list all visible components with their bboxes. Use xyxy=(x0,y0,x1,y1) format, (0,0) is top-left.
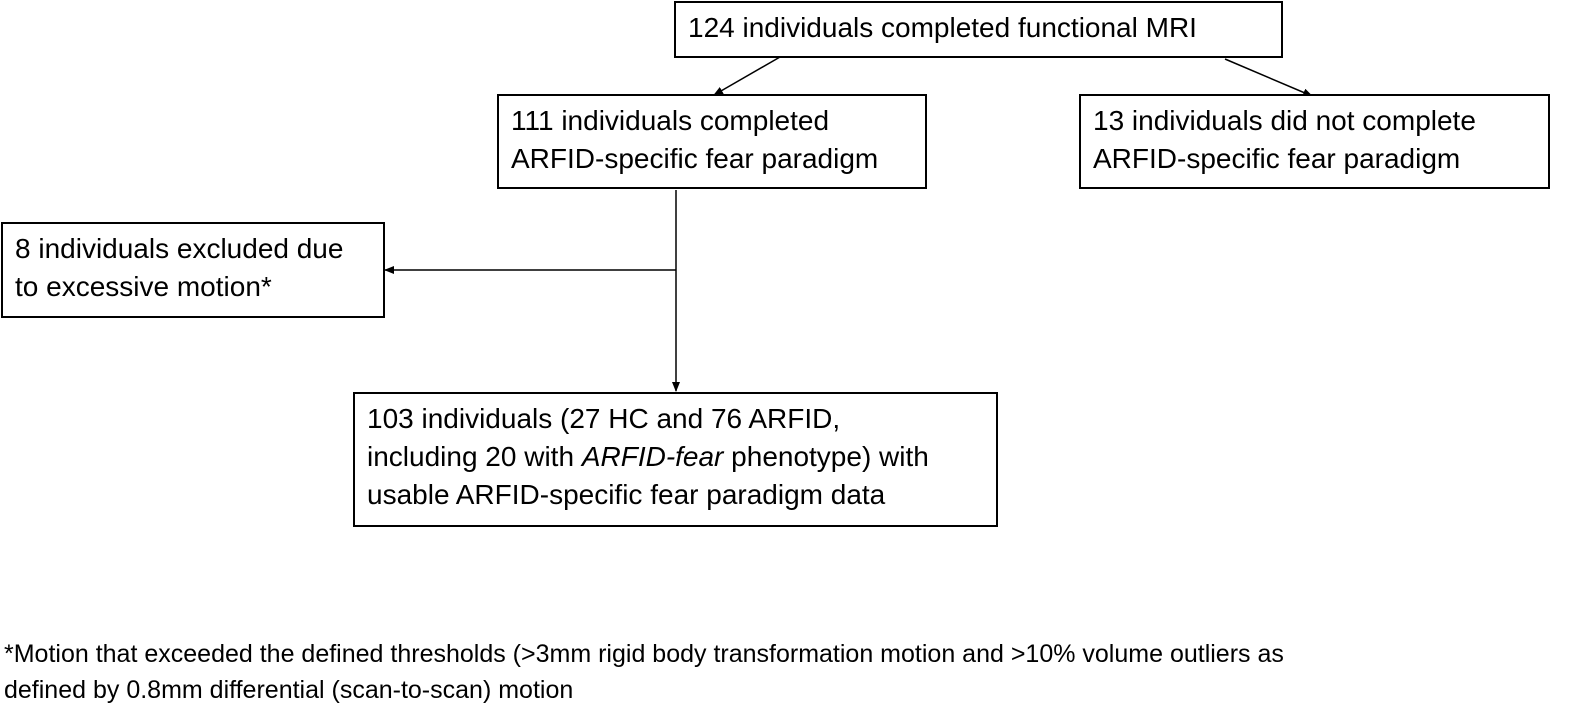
box-fear-paradigm-completed-line-1: 111 individuals completed xyxy=(511,105,830,136)
box-mri-completed-line-1: 124 individuals completed functional MRI xyxy=(688,12,1197,43)
box-usable-data-line-1: 103 individuals (27 HC and 76 ARFID, xyxy=(367,403,841,434)
footnote: *Motion that exceeded the defined thresh… xyxy=(4,636,1284,708)
arfid-fear-phenotype-label: ARFID-fear xyxy=(581,441,724,472)
box-usable-data-line-2: including 20 with ARFID-fear phenotype) … xyxy=(367,438,984,476)
arrow-mri-to-not-completed xyxy=(1224,58,1313,97)
box-usable-data-line-3: usable ARFID-specific fear paradigm data xyxy=(367,479,886,510)
box-usable-data: 103 individuals (27 HC and 76 ARFID, inc… xyxy=(353,392,998,527)
box-fear-paradigm-not-completed-line-1: 13 individuals did not complete xyxy=(1093,105,1476,136)
footnote-line-1: *Motion that exceeded the defined thresh… xyxy=(4,640,1284,668)
arrow-mri-to-completed xyxy=(713,56,781,96)
box-excluded-motion-line-2: to excessive motion* xyxy=(15,271,272,302)
footnote-line-2: defined by 0.8mm differential (scan-to-s… xyxy=(4,676,574,704)
box-fear-paradigm-not-completed: 13 individuals did not complete ARFID-sp… xyxy=(1079,94,1550,189)
box-excluded-motion-line-1: 8 individuals excluded due xyxy=(15,233,344,264)
box-usable-data-line-2-suffix: phenotype) with xyxy=(723,441,929,472)
box-fear-paradigm-not-completed-line-2: ARFID-specific fear paradigm xyxy=(1093,143,1461,174)
box-fear-paradigm-completed-line-2: ARFID-specific fear paradigm xyxy=(511,143,879,174)
box-excluded-motion: 8 individuals excluded due to excessive … xyxy=(1,222,385,318)
box-usable-data-line-2-prefix: including 20 with xyxy=(367,441,582,472)
box-mri-completed: 124 individuals completed functional MRI xyxy=(674,1,1283,58)
box-fear-paradigm-completed: 111 individuals completed ARFID-specific… xyxy=(497,94,927,189)
